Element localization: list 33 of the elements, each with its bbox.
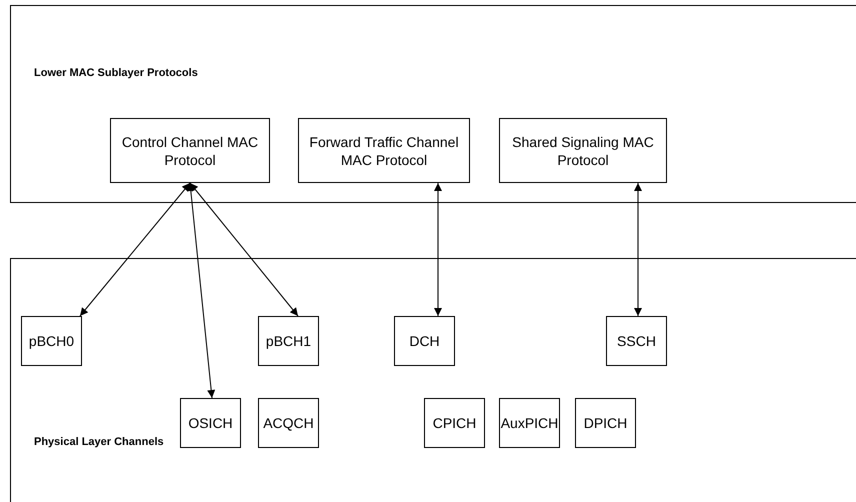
- double-arrow: [434, 182, 442, 316]
- box-label: SSCH: [616, 332, 657, 350]
- layer-heading: Lower MAC Sublayer Protocols: [34, 67, 198, 79]
- box-label: ACQCH: [262, 414, 315, 432]
- box-label: Control Channel MAC Protocol: [120, 132, 260, 168]
- process-box: [298, 118, 470, 183]
- process-box: [110, 118, 270, 183]
- box-label: DCH: [408, 332, 441, 350]
- double-arrow: [186, 182, 216, 398]
- box-label: OSICH: [187, 414, 234, 432]
- process-box: [575, 398, 636, 448]
- double-arrow: [190, 182, 298, 316]
- process-box: [499, 118, 667, 183]
- box-label: DPICH: [582, 414, 628, 432]
- layer-band: [10, 258, 856, 502]
- process-box: [424, 398, 485, 448]
- process-box: [499, 398, 560, 448]
- process-box: [180, 398, 241, 448]
- box-label: pBCH0: [28, 332, 76, 350]
- box-label: pBCH1: [264, 332, 312, 350]
- process-box: [394, 316, 455, 366]
- double-arrow: [634, 182, 642, 316]
- process-box: [21, 316, 82, 366]
- box-label: CPICH: [432, 414, 478, 432]
- process-box: [258, 316, 319, 366]
- box-label: Shared Signaling MAC Protocol: [511, 132, 655, 168]
- layer-heading: Physical Layer Channels: [34, 436, 164, 448]
- process-box: [606, 316, 667, 366]
- box-label: AuxPICH: [500, 414, 559, 432]
- process-box: [258, 398, 319, 448]
- layer-band: [10, 5, 856, 203]
- box-label: Forward Traffic Channel MAC Protocol: [308, 132, 460, 168]
- double-arrow: [80, 182, 190, 316]
